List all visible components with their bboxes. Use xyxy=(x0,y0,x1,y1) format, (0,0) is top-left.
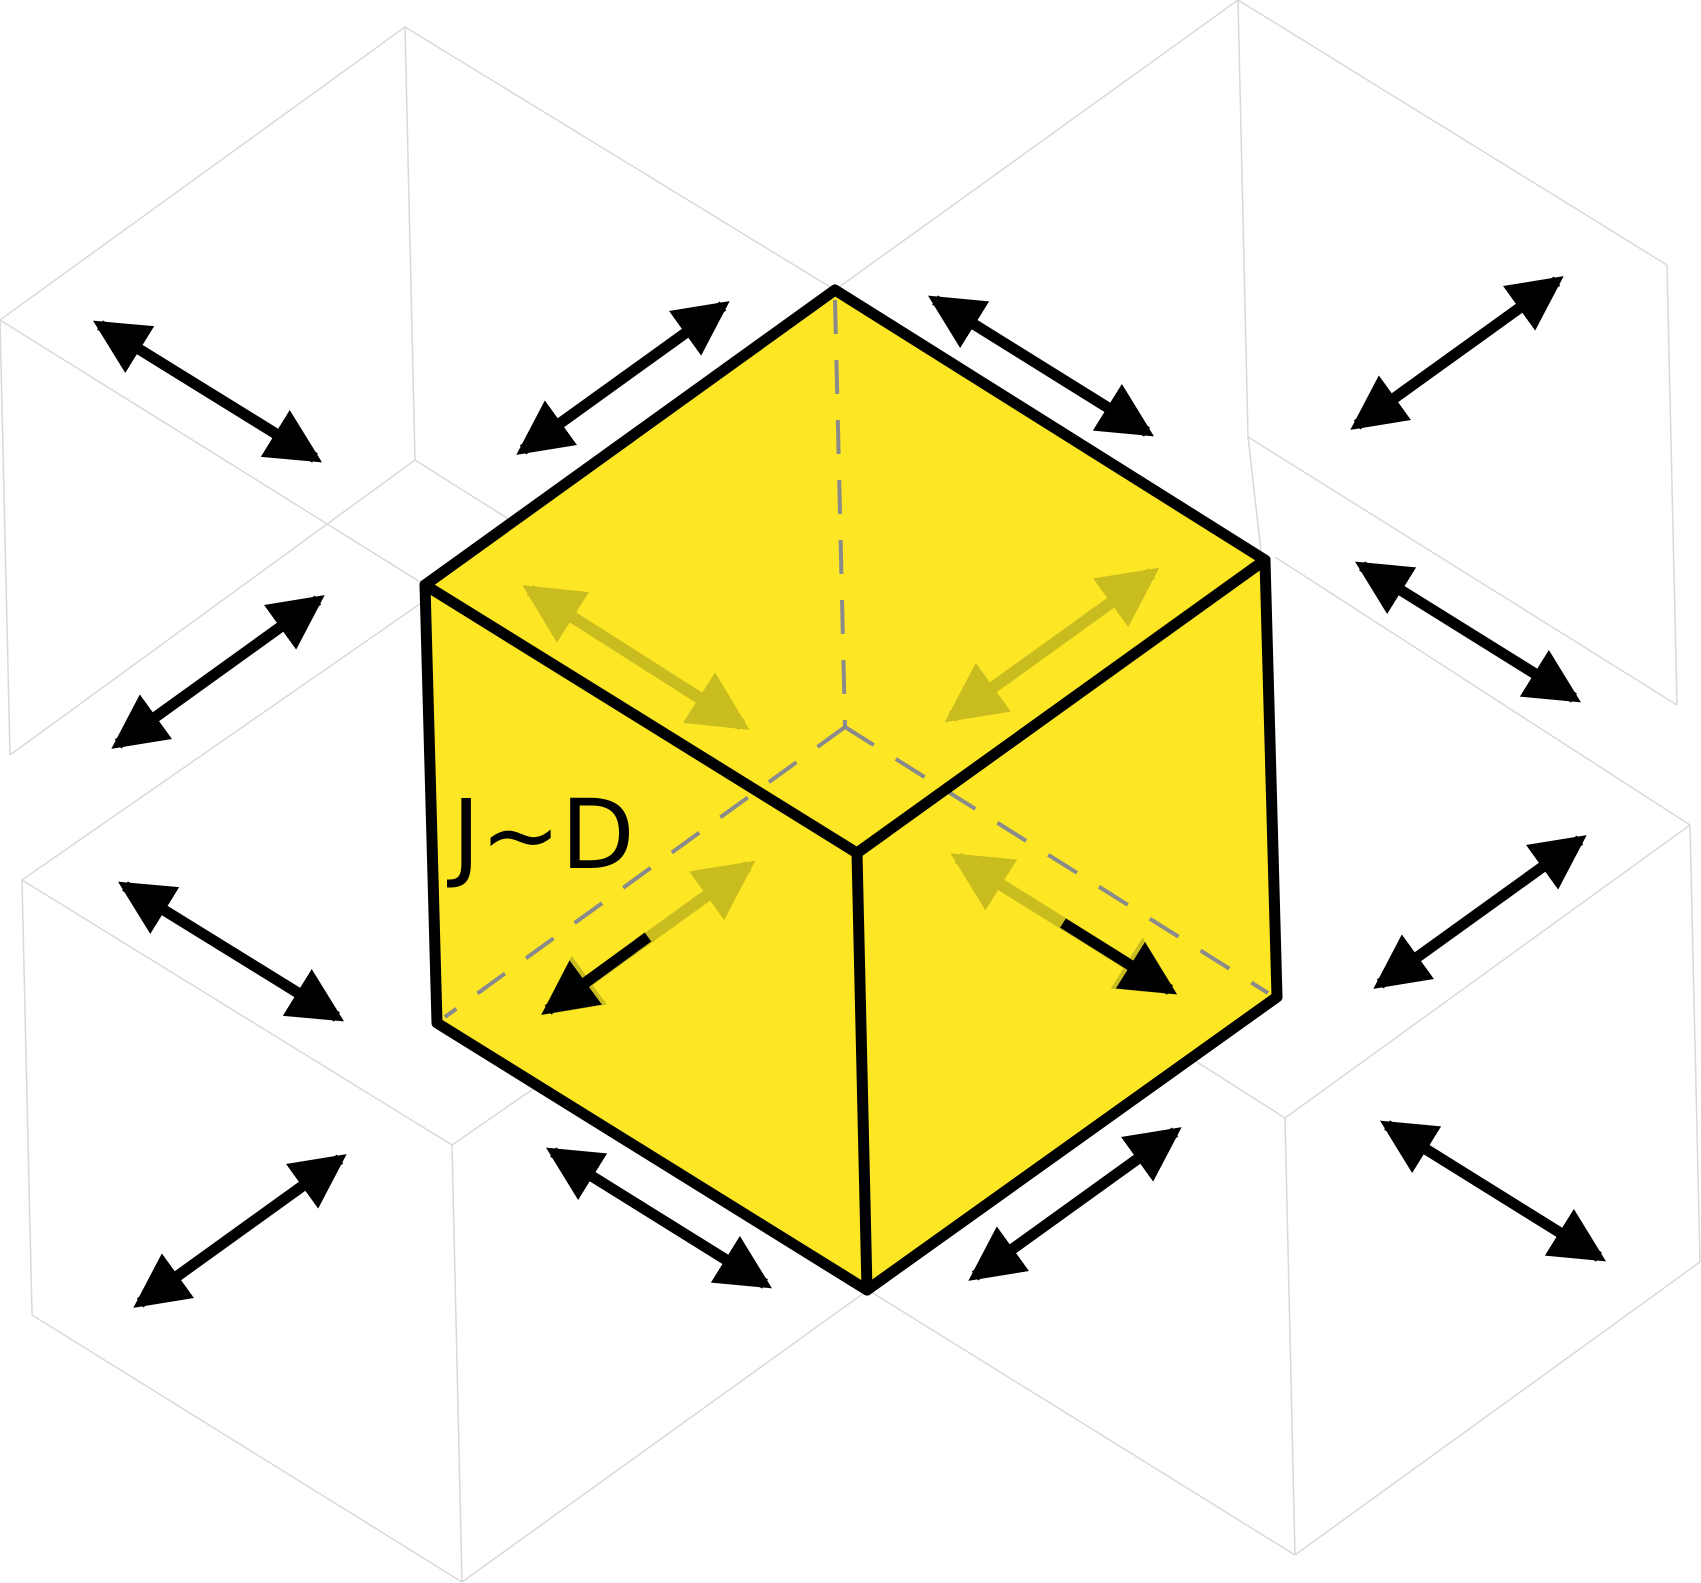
arrow-5 xyxy=(111,595,325,749)
arrow-front-left xyxy=(541,932,652,1015)
hidden-edge-vertical xyxy=(833,299,847,728)
hidden-arrow-top-left xyxy=(522,584,750,731)
arrow-7 xyxy=(117,881,345,1022)
cube-outline xyxy=(419,284,1283,1296)
arrow-11 xyxy=(968,1127,1182,1281)
arrows xyxy=(92,276,1607,1308)
arrow-8 xyxy=(1373,835,1587,989)
arrow-9 xyxy=(133,1154,347,1308)
arrow-10 xyxy=(545,1147,773,1289)
arrow-4 xyxy=(1350,276,1564,430)
coupling-label: J~D xyxy=(447,779,635,891)
cube-front-edge xyxy=(851,847,873,1296)
arrow-1 xyxy=(92,320,323,463)
arrow-2 xyxy=(516,301,730,455)
cube-edges xyxy=(419,284,1283,1296)
hidden-arrow-top-right xyxy=(944,567,1160,723)
arrow-front-right xyxy=(1060,918,1177,995)
arrow-3 xyxy=(927,295,1155,437)
arrow-12 xyxy=(1379,1120,1607,1262)
arrow-6 xyxy=(1354,561,1582,703)
